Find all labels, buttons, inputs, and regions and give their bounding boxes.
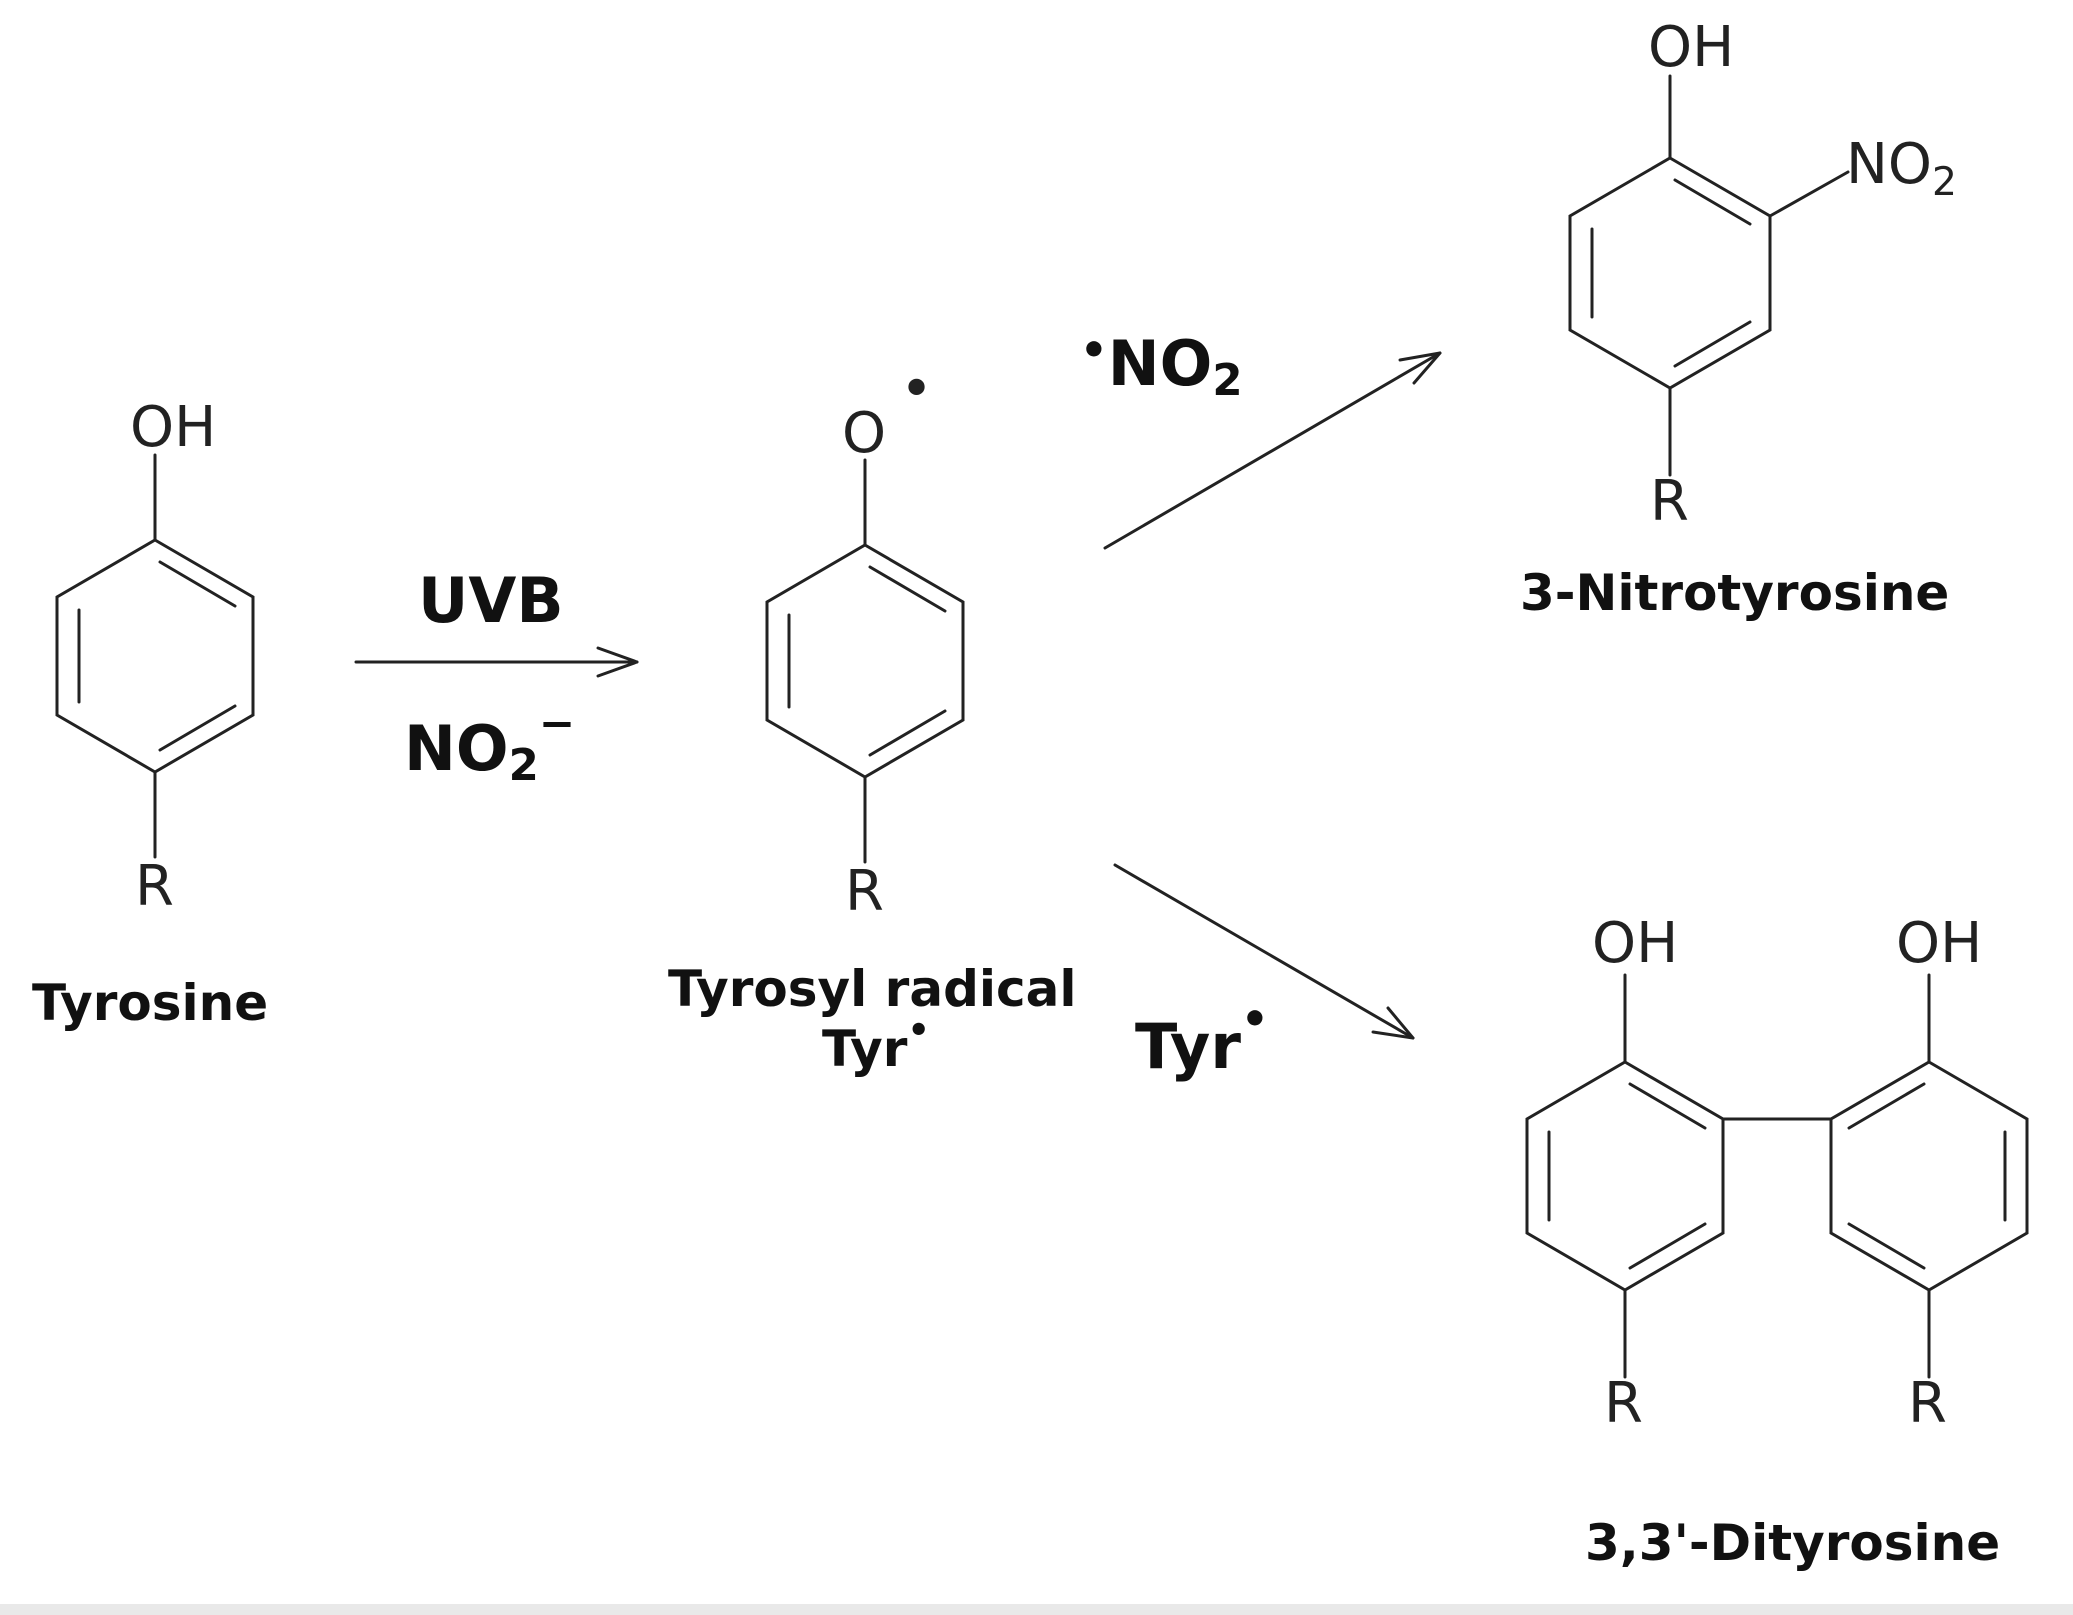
dityrosine-right-oh-label: OH: [1896, 911, 1982, 976]
tyrosine-double-bond: [158, 560, 237, 608]
dityrosine-double-bond: [1628, 1222, 1707, 1270]
arrow-uvb: UVB NO2−: [354, 564, 639, 791]
condition-uvb: UVB: [418, 564, 564, 637]
nitrotyrosine-ring: [1568, 156, 1772, 390]
nitrotyrosine-oh-label: OH: [1648, 15, 1734, 80]
condition-tyr-radical: Tyr•: [1135, 995, 1269, 1083]
radical-double-bond: [868, 565, 947, 613]
nitrite-main: NO: [404, 712, 509, 785]
dityrosine-name: 3,3'-Dityrosine: [1585, 1514, 2000, 1572]
dityrosine-double-bond: [1847, 1222, 1926, 1270]
nitrotyrosine-r-label: R: [1650, 469, 1689, 534]
arrow-shaft: [1103, 351, 1442, 550]
dityrosine-structure: OH OH R R 3,3'-Dityrosine: [1525, 911, 2029, 1572]
nitrotyrosine-name: 3-Nitrotyrosine: [1520, 564, 1949, 622]
arrow-head: [596, 646, 639, 678]
nitrotyrosine-double-bond: [1673, 320, 1752, 368]
tyrosine-name: Tyrosine: [32, 974, 268, 1032]
tyrosine-r-label: R: [135, 854, 174, 919]
radical-r-label: R: [845, 859, 884, 924]
dityrosine-right-ring: [1829, 1060, 2029, 1292]
tyrosyl-radical-name: Tyrosyl radical: [668, 960, 1077, 1018]
no2-radical-sub: 2: [1212, 356, 1242, 406]
nitrite-charge: −: [539, 699, 575, 749]
arrow-shaft: [1113, 863, 1415, 1040]
arrow-head: [1398, 351, 1442, 385]
radical-double-bond: [868, 709, 947, 757]
radical-ring: [765, 543, 965, 779]
tyrosyl-radical-structure: O • R Tyrosyl radical Tyr•: [668, 357, 1077, 1078]
nitrotyrosine-double-bond: [1673, 178, 1752, 226]
dityrosine-right-r-label: R: [1908, 1371, 1947, 1436]
dityrosine-left-oh-label: OH: [1592, 911, 1678, 976]
nitrotyrosine-no2-label: NO2: [1846, 132, 1957, 205]
bottom-divider: [0, 1604, 2073, 1615]
nitrite-sub: 2: [509, 741, 539, 791]
tyrosine-double-bond: [158, 704, 237, 752]
nitrotyrosine-structure: OH NO2 R 3-Nitrotyrosine: [1520, 15, 1957, 622]
condition-nitrite: NO2−: [404, 699, 575, 791]
nitrotyrosine-no2-bond: [1768, 170, 1850, 218]
dityrosine-left-r-label: R: [1604, 1371, 1643, 1436]
condition-no2-radical: •NO2: [1080, 326, 1243, 406]
radical-o-label: O: [842, 401, 886, 466]
tyr-short-name: Tyr•: [822, 1011, 930, 1078]
no2-radical-dot: •: [1080, 326, 1108, 376]
tyrosine-oh-label: OH: [130, 395, 216, 460]
tyr-radical-dot: •: [1241, 995, 1269, 1045]
tyr-radical-main: Tyr: [1135, 1010, 1241, 1083]
dityrosine-double-bond: [1847, 1082, 1926, 1130]
tyrosine-structure: OH R Tyrosine: [32, 395, 268, 1032]
arrow-nitration: •NO2: [1080, 326, 1442, 550]
arrow-dimerization: Tyr•: [1113, 863, 1415, 1083]
dityrosine-double-bond: [1628, 1082, 1707, 1130]
no2-radical-main: NO: [1108, 327, 1213, 400]
tyrosine-ring: [55, 538, 255, 774]
radical-dot: •: [900, 357, 933, 422]
arrow-head: [1371, 1006, 1415, 1040]
dityrosine-left-ring: [1525, 1060, 1725, 1292]
